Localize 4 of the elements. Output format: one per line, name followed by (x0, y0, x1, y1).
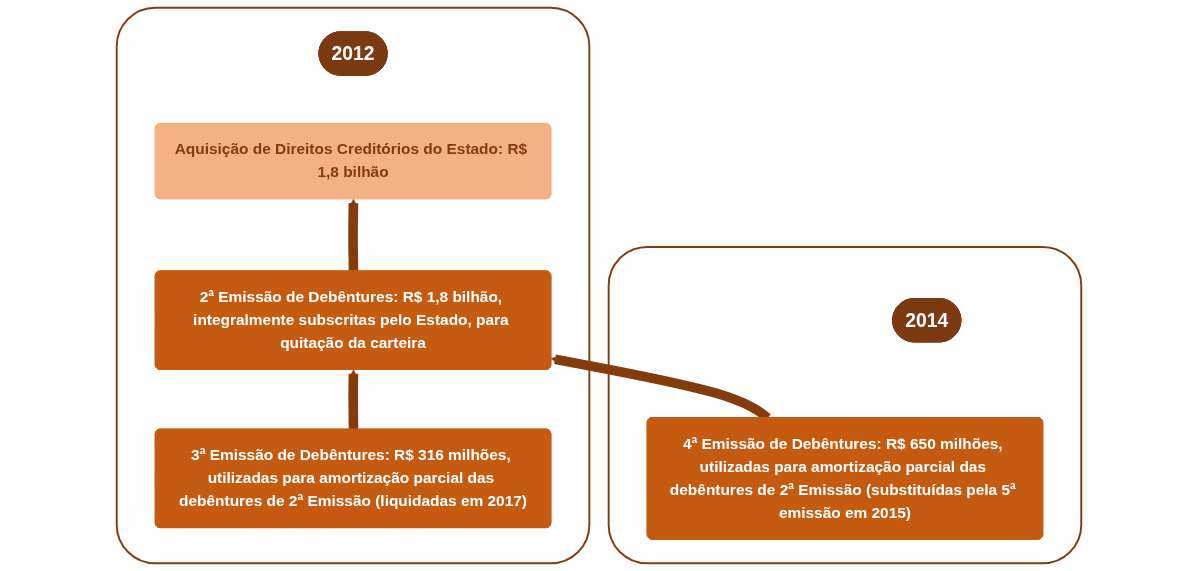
arrow (348, 369, 359, 430)
cluster (115, 6, 591, 565)
arrow (348, 198, 359, 273)
cluster (607, 245, 1083, 565)
